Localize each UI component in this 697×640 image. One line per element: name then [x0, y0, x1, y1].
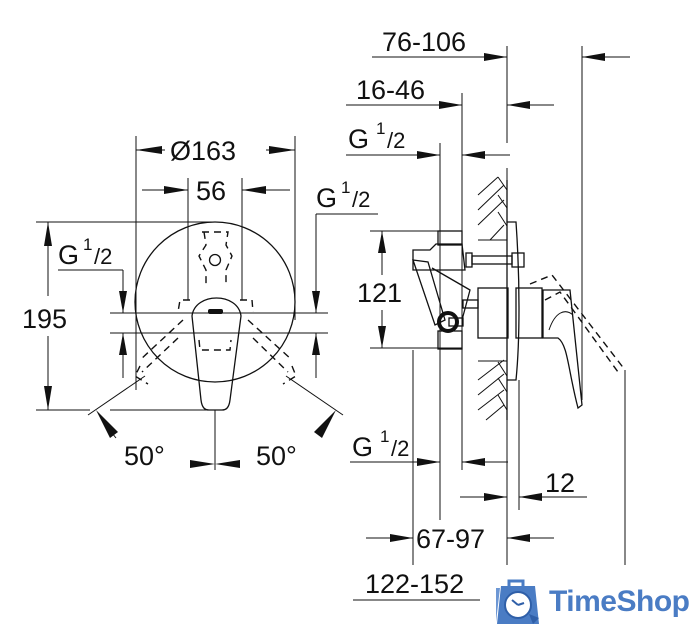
spacing-label: 56	[196, 176, 226, 206]
front-view: Ø163 56 195 G 1 /2 G	[22, 136, 378, 471]
wall-hatching	[477, 176, 508, 421]
rosette-circle	[134, 221, 296, 383]
thread-right-num: 1	[341, 178, 350, 197]
thread-right-base: G	[316, 183, 337, 213]
valve-body	[412, 221, 626, 410]
thread-top-den: /2	[387, 128, 405, 153]
height-label: 195	[22, 304, 67, 334]
angle-right-label: 50°	[256, 441, 297, 471]
angle-left-label: 50°	[124, 441, 165, 471]
thread-left-base: G	[58, 240, 79, 270]
watermark-brand: TimeShop	[549, 585, 690, 618]
clock-bag-icon	[496, 579, 539, 624]
side-view: 76-106 16-46 G 1 /2 121	[346, 27, 630, 601]
dim-76-106: 76-106	[382, 27, 466, 57]
thread-top-base: G	[348, 124, 369, 154]
dim-121: 121	[357, 278, 402, 308]
diameter-label: Ø163	[170, 136, 236, 166]
thread-right-den: /2	[352, 187, 370, 212]
dim-122-152: 122-152	[365, 569, 464, 599]
thread-bottom-den: /2	[391, 436, 409, 461]
thread-left-num: 1	[83, 235, 92, 254]
thread-top-num: 1	[376, 119, 385, 138]
dim-12: 12	[545, 468, 575, 498]
dim-67-97: 67-97	[416, 524, 485, 554]
thread-left-den: /2	[94, 244, 112, 269]
timeshop-watermark: TimeShop	[493, 578, 690, 626]
thread-bottom-num: 1	[380, 427, 389, 446]
thread-bottom-base: G	[352, 432, 373, 462]
dim-16-46: 16-46	[356, 75, 425, 105]
